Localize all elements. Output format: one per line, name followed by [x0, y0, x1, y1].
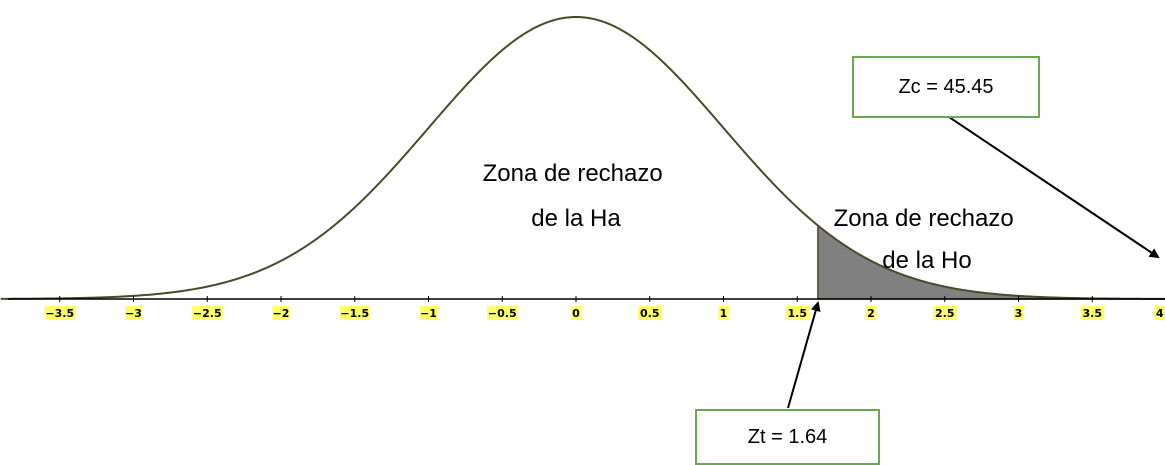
x-tick-label-highlight [272, 306, 290, 320]
x-tick-label: 0 [572, 307, 580, 320]
zone-ho-line-2: de la Ho [882, 247, 971, 274]
x-tick-label-highlight [192, 306, 223, 320]
zc-callout-label: Zc = 45.45 [898, 75, 994, 98]
x-tick-label-highlight [570, 306, 582, 320]
x-tick-label-highlight [1013, 306, 1024, 320]
x-tick-label: 3 [1015, 307, 1023, 320]
x-tick-label-highlight [419, 306, 438, 320]
x-tick-label: −3 [125, 307, 142, 320]
x-tick-label-highlight [1080, 306, 1105, 320]
x-tick-label: −0.5 [488, 307, 517, 320]
x-tick-label: 2 [867, 307, 875, 320]
x-tick-label: −1.5 [340, 307, 369, 320]
x-tick-label: 1.5 [788, 307, 808, 320]
x-tick-label-highlight [339, 306, 370, 320]
x-tick-label: −2 [273, 307, 290, 320]
zone-ho-line-1: Zona de rechazo [834, 205, 1014, 232]
x-tick-label-highlight [637, 306, 662, 320]
rejection-region-ho-area [817, 223, 1165, 300]
zone-ha-label: Zona de rechazo de la Ha [483, 160, 670, 232]
x-tick-label: 3.5 [1083, 307, 1103, 320]
x-tick-label-highlight [718, 306, 729, 320]
x-tick-label-highlight [1154, 306, 1165, 320]
x-tick-label-highlight [785, 306, 810, 320]
x-tick-label-highlight [865, 306, 877, 320]
x-tick-label-highlight [487, 306, 518, 320]
x-tick-label: −2.5 [193, 307, 222, 320]
x-tick-label: 0.5 [640, 307, 660, 320]
zt-arrow [787, 301, 821, 409]
x-tick-label: 1 [720, 307, 728, 320]
zc-callout-box: Zc = 45.45 [852, 56, 1040, 118]
zone-ha-line-2: de la Ha [531, 205, 621, 232]
x-tick-label: −3.5 [45, 307, 74, 320]
normal-curve-line [0, 15, 1165, 300]
zt-callout-label: Zt = 1.64 [747, 425, 828, 448]
x-tick-label: 4 [1156, 307, 1164, 320]
x-tick-label: 2.5 [935, 307, 955, 320]
x-tick-label-highlight [44, 306, 75, 320]
x-tick-label-highlight [124, 306, 143, 320]
zone-ho-label: Zona de rechazo de la Ho [834, 205, 1021, 274]
zc-arrow [948, 116, 1160, 259]
x-tick-label-highlight [932, 306, 957, 320]
x-tick-label: −1 [420, 307, 437, 320]
x-axis-ticks: −3.5 −3 −2.5 −2 −1.5 −1 −0.5 0 0.5 1 1.5 2 2.5 3 3.5 4 [44, 296, 1165, 320]
zone-ha-line-1: Zona de rechazo [483, 160, 663, 187]
zt-callout-box: Zt = 1.64 [695, 409, 880, 465]
